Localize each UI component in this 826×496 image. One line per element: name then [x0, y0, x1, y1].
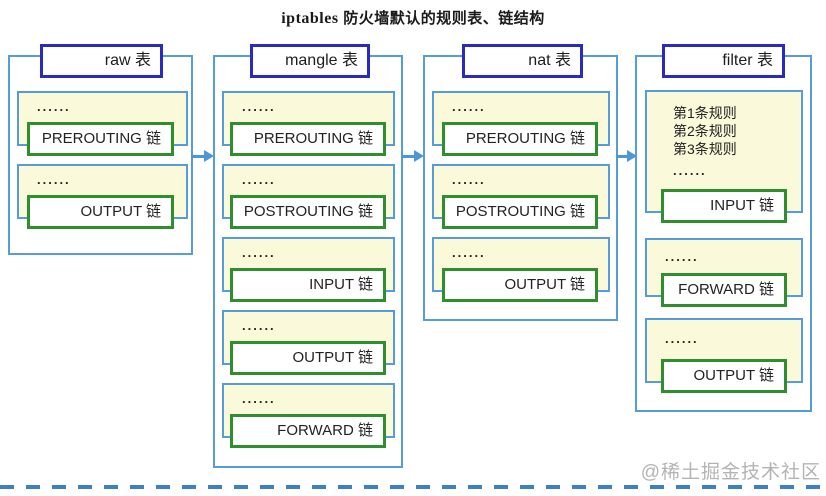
mangle-prerouting-chain-box: PREROUTING 链: [230, 122, 386, 156]
ellipsis: ......: [452, 172, 486, 187]
nat-postrouting-chain-box: POSTROUTING 链: [442, 195, 598, 229]
filter-rules-list: 第1条规则 第2条规则 第3条规则 ......: [673, 104, 801, 180]
arrow-head-icon: [414, 150, 424, 162]
ellipsis: ......: [37, 172, 71, 187]
mangle-postrouting-chain-box: POSTROUTING 链: [230, 195, 386, 229]
nat-prerouting-chain-box: PREROUTING 链: [442, 122, 598, 156]
ellipsis: ......: [673, 163, 707, 178]
ellipsis: ......: [452, 245, 486, 260]
raw-output-chain-box: OUTPUT 链: [27, 195, 174, 229]
mangle-forward-chain-box: FORWARD 链: [230, 414, 386, 448]
raw-prerouting-chain-box: PREROUTING 链: [27, 122, 174, 156]
filter-rule-3: 第3条规则: [673, 141, 737, 157]
ellipsis: ......: [242, 172, 276, 187]
filter-section-forward: ...... FORWARD 链: [645, 238, 803, 307]
diagram-title-zh: 防火墙默认的规则表、链结构: [343, 10, 545, 27]
filter-output-chain-box: OUTPUT 链: [661, 359, 787, 393]
ellipsis: ......: [452, 99, 486, 114]
bottom-dashed-line: [0, 485, 826, 489]
mangle-section-forward: ...... FORWARD 链: [222, 383, 395, 448]
filter-input-chain-box: INPUT 链: [661, 189, 787, 223]
nat-table-title: nat 表: [462, 44, 583, 78]
ellipsis: ......: [242, 245, 276, 260]
filter-rule-1: 第1条规则: [673, 105, 737, 121]
nat-section-prerouting: ...... PREROUTING 链: [432, 91, 610, 156]
arrow-line: [191, 155, 207, 158]
diagram-title-en: iptables: [281, 10, 339, 27]
watermark-text: @稀土掘金技术社区: [640, 462, 821, 483]
flow-arrow-mangle-to-nat: [401, 150, 424, 163]
mangle-section-input: ...... INPUT 链: [222, 237, 395, 302]
flow-arrow-raw-to-mangle: [191, 150, 214, 163]
nat-section-postrouting: ...... POSTROUTING 链: [432, 164, 610, 229]
ellipsis: ......: [242, 99, 276, 114]
arrow-line: [616, 155, 630, 158]
filter-forward-chain-box: FORWARD 链: [661, 273, 787, 307]
raw-table-title: raw 表: [40, 44, 163, 78]
diagram-title: iptables 防火墙默认的规则表、链结构: [0, 7, 826, 28]
filter-rule-2: 第2条规则: [673, 123, 737, 139]
ellipsis: ......: [37, 99, 71, 114]
filter-section-output: ...... OUTPUT 链: [645, 318, 803, 393]
filter-table-title: filter 表: [662, 44, 785, 78]
mangle-section-prerouting: ...... PREROUTING 链: [222, 91, 395, 156]
mangle-table-title: mangle 表: [250, 44, 370, 78]
ellipsis: ......: [242, 318, 276, 333]
mangle-section-output: ...... OUTPUT 链: [222, 310, 395, 375]
arrow-head-icon: [204, 150, 214, 162]
ellipsis: ......: [242, 391, 276, 406]
raw-section-output: ...... OUTPUT 链: [17, 164, 188, 229]
arrow-head-icon: [627, 150, 637, 162]
ellipsis: ......: [665, 331, 699, 346]
arrow-line: [401, 155, 417, 158]
nat-section-output: ...... OUTPUT 链: [432, 237, 610, 302]
mangle-section-postrouting: ...... POSTROUTING 链: [222, 164, 395, 229]
mangle-output-chain-box: OUTPUT 链: [230, 341, 386, 375]
raw-section-prerouting: ...... PREROUTING 链: [17, 91, 188, 156]
mangle-input-chain-box: INPUT 链: [230, 268, 386, 302]
ellipsis: ......: [665, 249, 699, 264]
filter-section-input: 第1条规则 第2条规则 第3条规则 ...... INPUT 链: [645, 90, 803, 223]
flow-arrow-nat-to-filter: [616, 150, 637, 163]
nat-output-chain-box: OUTPUT 链: [442, 268, 598, 302]
